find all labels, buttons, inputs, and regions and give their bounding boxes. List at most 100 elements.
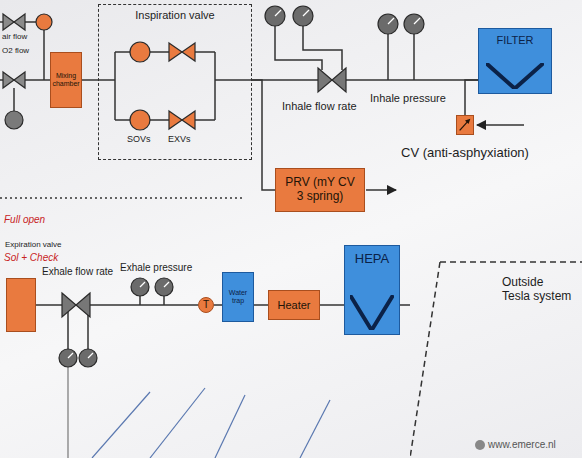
sensor-line (275, 26, 322, 70)
pipe (114, 52, 116, 120)
pipe-connector (36, 304, 198, 306)
sensor-line (87, 312, 89, 349)
handwritten-note: Sol + Check (4, 252, 58, 264)
gauge-symbol (155, 278, 173, 296)
part-label: SOVs (127, 134, 151, 144)
wire (150, 388, 205, 458)
node-caption: CV (anti-asphyxiation) (395, 146, 535, 161)
sensor-line (139, 296, 141, 305)
node-label: Heater (277, 299, 310, 312)
sensor-line (67, 312, 69, 349)
pipe-connector (252, 80, 275, 190)
gauge-needles (68, 10, 420, 358)
gauge-symbol (5, 111, 23, 129)
gauge-needle (164, 282, 169, 287)
sensor-line (163, 296, 165, 305)
sensor-line (303, 26, 342, 70)
region-border (440, 261, 582, 263)
valve-symbol (3, 72, 25, 88)
gauge-symbol (59, 349, 77, 367)
pipe (215, 79, 252, 81)
expiration-valve-box: Expiration valve (6, 278, 36, 332)
handwritten-note: Full open (4, 214, 45, 226)
node-label: HEPA (355, 252, 389, 267)
wire (92, 392, 150, 458)
valve-symbol (3, 14, 25, 30)
node-label: T (203, 299, 209, 311)
pipe-connector (214, 304, 222, 306)
gauge-symbol (404, 14, 424, 34)
wire (215, 395, 245, 458)
node-label: Water trap (225, 289, 251, 305)
sensor-symbols (5, 6, 424, 367)
gauge-symbol (378, 14, 398, 34)
part-label: Inhale flow rate (282, 100, 357, 113)
outside-region: Outside Tesla system (410, 258, 582, 458)
part-label: O2 flow (2, 46, 29, 55)
pipe-lines (0, 22, 524, 349)
gauge-needle (88, 353, 93, 358)
region-border (410, 262, 440, 458)
valve-symbol (169, 111, 195, 129)
node-label: FILTER (496, 34, 533, 47)
pipe-connector (82, 79, 98, 81)
filter-pleat-symbol (350, 295, 393, 330)
pipe (13, 88, 15, 111)
gauge-needle (303, 10, 309, 16)
pipe-connector (252, 79, 478, 81)
gauge-symbol (79, 349, 97, 367)
check-valve-box: CV (anti-asphyxiation) (456, 115, 474, 135)
sensor-line (413, 34, 415, 80)
gauge-needle (68, 353, 73, 358)
pipe-connector (320, 304, 344, 306)
relief-valve-box: PRV (mY CV 3 spring) (275, 168, 365, 212)
wire (300, 400, 330, 458)
pipe (214, 52, 216, 120)
solenoid-symbol (130, 110, 150, 130)
pipe-connector (254, 304, 268, 306)
gauge-needle (388, 18, 394, 24)
gauge-needle (275, 10, 281, 16)
node-label: Inspiration valve (135, 9, 215, 22)
valve-symbols (3, 14, 346, 317)
node-label: Outside Tesla system (502, 276, 574, 304)
part-label: www.emerce.nl (488, 439, 556, 451)
check-valve-symbol (457, 116, 473, 134)
solenoid-symbol (36, 14, 52, 30)
venturi-symbol (62, 293, 90, 317)
gauge-symbol (265, 6, 285, 26)
filter-pleat-symbol (486, 63, 544, 89)
wire (67, 367, 68, 458)
node-label: Mixing chamber (52, 72, 79, 88)
pipe-connector (400, 304, 410, 306)
part-label: Inhale pressure (370, 92, 446, 105)
gauge-symbol (131, 278, 149, 296)
pipe-connector (465, 80, 478, 115)
inlet-arrow (477, 124, 524, 126)
water-trap-box: Water trap (222, 272, 254, 322)
filter-pleat-line (486, 63, 544, 89)
wiring (68, 367, 330, 458)
check-valve-head (465, 119, 470, 124)
part-label: Exhale pressure (120, 262, 192, 274)
part-label: Exhale flow rate (42, 266, 113, 278)
watermark-icon (475, 440, 485, 450)
node-caption: Expiration valve (5, 240, 61, 249)
region-outline (410, 258, 582, 458)
sensor-line (387, 34, 389, 80)
filter-pleat-line (350, 295, 393, 330)
mixing-chamber-box: Mixing chamber (50, 52, 82, 108)
pipe (43, 30, 45, 80)
section-divider (0, 197, 245, 199)
gauge-needle (140, 282, 145, 287)
outlet-arrow (366, 189, 396, 191)
temperature-sensor: T (198, 297, 214, 313)
solenoid-symbol (130, 42, 150, 62)
filter-box: FILTER (478, 28, 552, 94)
hepa-filter-box: HEPA (344, 245, 400, 335)
pipe (98, 79, 115, 81)
part-label: EXVs (168, 134, 191, 144)
node-label: PRV (mY CV 3 spring) (281, 176, 359, 204)
part-label: air flow (2, 32, 27, 41)
